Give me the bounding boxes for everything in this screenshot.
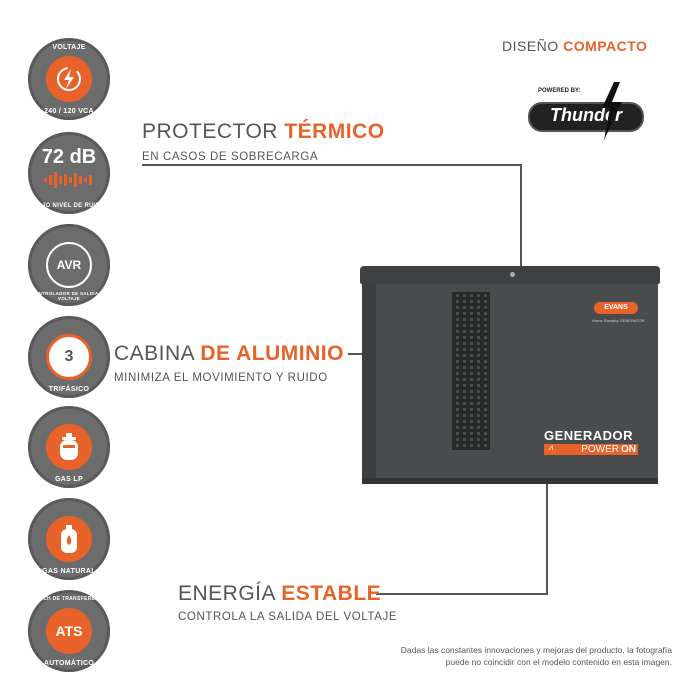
protector-heading: PROTECTOR TÉRMICO [142,120,385,143]
badge-gas-natural: GAS NATURAL [28,498,110,580]
badge-trifasico: 3 TRIFÁSICO [28,316,110,398]
cabina-sub: MINIMIZA EL MOVIMIENTO Y RUIDO [114,372,328,384]
thunder-brand: Thunder [550,105,622,125]
gas-tank-icon [61,525,77,553]
generator-lock [510,272,515,277]
cabina-heading: CABINA DE ALUMINIO [114,342,344,365]
evans-subtitle: Home Standby GENERATOR [592,318,645,323]
generator-side [362,284,376,482]
powered-by-label: POWERED BY: [538,88,581,94]
lightning-icon [57,67,81,91]
badge-gas-lp: GAS LP [28,406,110,488]
sound-wave-icon [44,172,92,188]
energia-leader-h [376,593,548,595]
badge-avr: AVR CONTROLADOR DE SALIDA DE VOLTAJE [28,224,110,306]
diseno-compacto: DISEÑO COMPACTO [502,38,648,54]
badge-ats: SWITCH DE TRANSFERENCIA ATS AUTOMÁTICO [28,590,110,672]
badge-ruido: 72 dB BAJO NIVEL DE RUIDO [28,132,110,214]
thunder-logo: POWERED BY: Thunder [526,82,644,146]
cabina-leader [348,353,364,355]
protector-leader-v [520,164,522,268]
protector-sub: EN CASOS DE SOBRECARGA [142,151,319,163]
thunder-logo-oval [528,102,644,132]
generador-label: GENERADOR ⩘ POWER ON [544,428,638,455]
energia-sub: CONTROLA LA SALIDA DEL VOLTAJE [178,611,398,623]
energia-heading: ENERGÍA ESTABLE [178,582,382,605]
three-phase-icon: 3 [64,348,74,365]
gas-cylinder-icon [60,433,78,460]
avr-icon: AVR [56,258,82,272]
protector-leader-h [142,164,522,166]
generator-base [362,478,658,484]
energia-leader-v [546,484,548,595]
disclaimer: Dadas las constantes innovaciones y mejo… [400,645,672,667]
generator-vent [452,292,490,450]
evans-logo: EVANS [594,302,638,314]
badge-voltaje: VOLTAJE 240 / 120 VCA [28,38,110,120]
lightning-bolt-icon [602,82,622,140]
power-on-icon: ⩘ [548,442,554,452]
ats-icon: ATS [55,623,83,639]
